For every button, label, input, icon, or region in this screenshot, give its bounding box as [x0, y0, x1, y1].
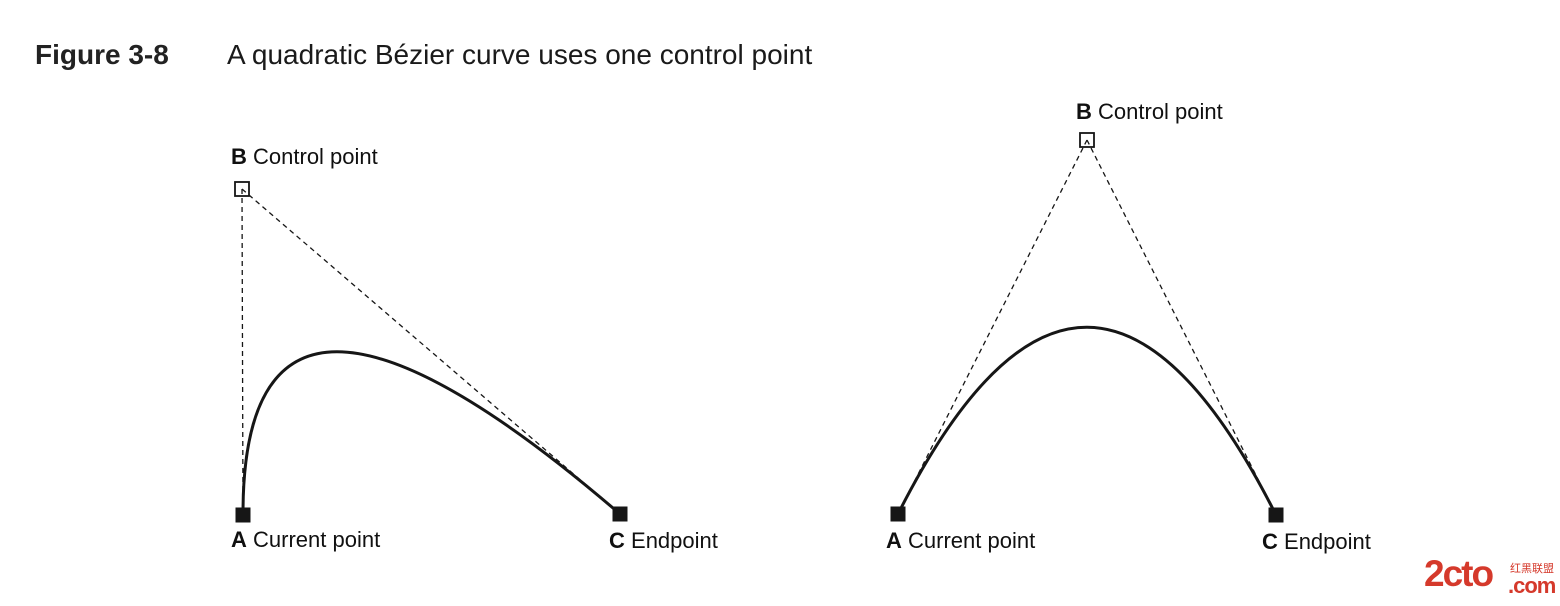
label-right-control-point: B Control point — [1076, 101, 1223, 123]
point-role: Endpoint — [631, 528, 718, 553]
figure-label: Figure 3-8 — [35, 39, 169, 70]
point-letter: C — [1262, 529, 1278, 554]
label-left-control-point: B Control point — [231, 146, 378, 168]
point-letter: B — [1076, 99, 1092, 124]
watermark: 2cto 红黑联盟 .com — [1424, 553, 1560, 604]
point-letter: C — [609, 528, 625, 553]
watermark-tagline: 红黑联盟 — [1510, 563, 1554, 575]
label-left-endpoint: C Endpoint — [609, 530, 718, 552]
point-letter: A — [886, 528, 902, 553]
tangent-line-b-to-a — [897, 139, 1088, 515]
current-point-marker — [235, 507, 251, 523]
point-role: Control point — [253, 144, 378, 169]
endpoint-marker — [1268, 507, 1284, 523]
endpoint-marker — [612, 506, 628, 522]
point-role: Current point — [253, 527, 381, 552]
figure-title: A quadratic Bézier curve uses one contro… — [227, 39, 813, 70]
tangent-line-b-to-c — [1086, 139, 1277, 516]
current-point-marker — [890, 506, 906, 522]
tangent-line-b-to-a — [241, 188, 244, 516]
label-right-endpoint: C Endpoint — [1262, 531, 1371, 553]
bezier-curve — [896, 325, 1278, 517]
point-role: Control point — [1098, 99, 1223, 124]
bezier-curve — [241, 350, 622, 517]
point-letter: A — [231, 527, 247, 552]
tangent-line-b-to-c — [241, 188, 621, 515]
label-left-current-point: A Current point — [231, 529, 380, 551]
watermark-brand: 2cto — [1424, 553, 1494, 594]
watermark-tld: .com — [1508, 573, 1556, 598]
point-role: Current point — [908, 528, 1036, 553]
point-role: Endpoint — [1284, 529, 1371, 554]
point-letter: B — [231, 144, 247, 169]
label-right-current-point: A Current point — [886, 530, 1035, 552]
